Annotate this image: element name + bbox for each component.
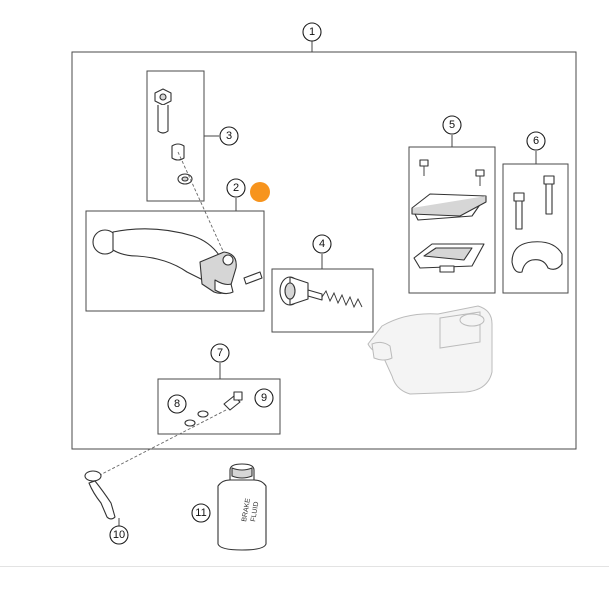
callout-1[interactable]: 1 [302,22,322,42]
callout-6[interactable]: 6 [526,131,546,151]
callout-11-label: 11 [195,507,206,519]
callout-11[interactable]: 11 [191,503,211,523]
piston-spring-icon [279,276,363,309]
callout-2[interactable]: 2 [226,178,246,198]
callout-5-label: 5 [449,119,455,131]
callout-3[interactable]: 3 [219,126,239,146]
part-7-frame [157,378,281,435]
callout-9[interactable]: 9 [254,388,274,408]
master-cylinder-body-icon [367,305,493,395]
callout-10-label: 10 [113,529,125,541]
assembly-frame [71,51,577,450]
bleeder-screw-icon [184,391,243,427]
bottle-label-line2: FLUID [250,501,260,522]
part-2-frame [85,210,265,312]
page-divider [0,566,609,567]
callout-3-label: 3 [226,130,232,142]
reservoir-cover-icon [411,159,487,273]
callout-7-label: 7 [217,347,223,359]
callout-8-label: 8 [174,398,180,410]
bolt-axis-line [177,151,229,263]
bleeder-axis-line [99,409,227,476]
callout-9-label: 9 [261,392,267,404]
pivot-bolt-icon [154,88,193,185]
callout-1-label: 1 [309,26,315,38]
part-6-frame [502,163,569,294]
callout-5[interactable]: 5 [442,115,462,135]
callout-4-label: 4 [319,238,325,250]
brake-lever-icon [92,228,263,295]
bottle-label-line1: BRAKE [241,497,252,522]
orange-dot-icon [250,182,270,202]
part-3-frame [146,70,205,202]
banjo-fitting-icon [84,470,116,520]
callout-8[interactable]: 8 [167,394,187,414]
brake-fluid-bottle-icon: BRAKE FLUID [217,463,267,551]
callout-10[interactable]: 10 [109,525,129,545]
callout-6-label: 6 [533,135,539,147]
callout-7[interactable]: 7 [210,343,230,363]
clamp-icon [511,175,563,273]
callout-2-label: 2 [233,182,239,194]
callout-4[interactable]: 4 [312,234,332,254]
